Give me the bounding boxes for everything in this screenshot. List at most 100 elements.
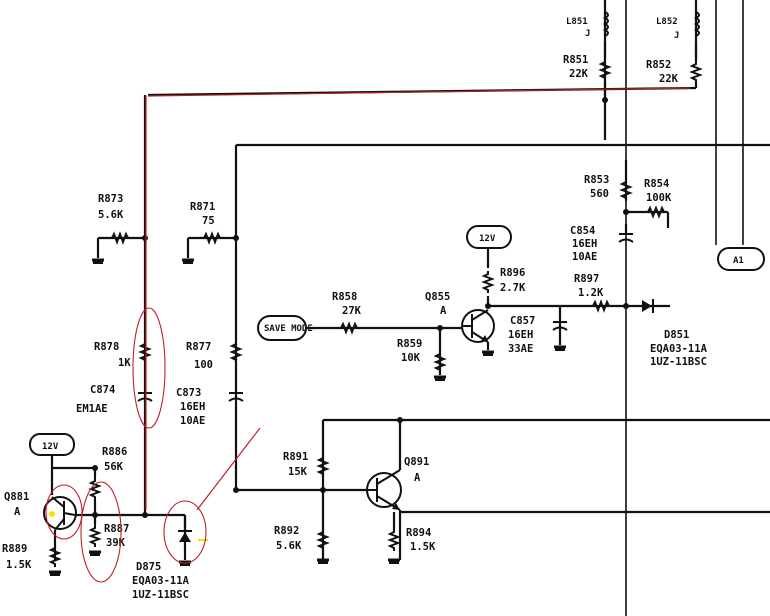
capacitor-c857: C857 16EH 33AE (508, 315, 568, 355)
capacitor-c874: C874 EM1AE (76, 384, 153, 415)
resistor-r896: R896 2.7K (483, 267, 526, 294)
resistor-r873: R873 5.6K (90, 193, 132, 266)
transistor-q881: Q881 A (4, 491, 77, 531)
r896-value: 2.7K (500, 282, 526, 294)
capacitor-c873: C873 16EH 10AE (176, 387, 244, 427)
r852-ref: R852 (646, 59, 671, 71)
d851-value1: EQA03-11A (650, 343, 708, 355)
supply-tag-q855: 12V (466, 225, 512, 249)
resistor-r877: R877 100 (186, 340, 241, 371)
r896-ref: R896 (500, 267, 525, 279)
d875-value2: 1UZ-11BSC (132, 589, 189, 601)
r886-ref: R886 (102, 446, 127, 458)
resistor-r853: R853 560 (584, 174, 631, 202)
r897-ref: R897 (574, 273, 599, 285)
right-tag-label: A1 (733, 256, 744, 266)
r886-value: 56K (104, 461, 124, 473)
q891-value: A (414, 472, 421, 484)
c873-ref: C873 (176, 387, 201, 399)
supply-tag-q881: 12V (29, 433, 75, 456)
q881-ref: Q881 (4, 491, 29, 503)
transistor-q855: Q855 A (425, 291, 496, 358)
d875-value1: EQA03-11A (132, 575, 190, 587)
r887-ref: R887 (104, 523, 129, 535)
r894-value: 1.5K (410, 541, 436, 553)
resistor-r897: R897 1.2K (574, 273, 613, 311)
q881-value: A (14, 506, 21, 518)
c857-value2: 33AE (508, 343, 533, 355)
zener-d875: D875 EQA03-11A 1UZ-11BSC (132, 530, 208, 601)
c873-value1: 16EH (180, 401, 205, 413)
l851-value: J (585, 29, 590, 39)
r887-value: 39K (106, 537, 126, 549)
q855-ref: Q855 (425, 291, 450, 303)
r891-ref: R891 (283, 451, 308, 463)
r851-value: 22K (569, 68, 589, 80)
supply-q881-label: 12V (42, 442, 59, 452)
r892-value: 5.6K (276, 540, 302, 552)
r897-value: 1.2K (578, 287, 604, 299)
q891-ref: Q891 (404, 456, 429, 468)
r878-ref: R878 (94, 341, 119, 353)
c874-ref: C874 (90, 384, 115, 396)
r851-ref: R851 (563, 54, 588, 66)
r892-ref: R892 (274, 525, 299, 537)
resistor-r854: R854 100K (644, 178, 672, 217)
resistor-r858: R858 27K (332, 291, 362, 333)
r891-value: 15K (288, 466, 308, 478)
r853-value: 560 (590, 188, 609, 200)
d851-ref: D851 (664, 329, 689, 341)
r878-value: 1K (118, 357, 131, 369)
resistor-r852: R852 22K (646, 42, 701, 85)
r877-ref: R877 (186, 341, 211, 353)
c857-ref: C857 (510, 315, 535, 327)
r854-value: 100K (646, 192, 672, 204)
r859-value: 10K (401, 352, 421, 364)
c854-ref: C854 (570, 225, 595, 237)
l852-value: J (674, 31, 679, 41)
r858-ref: R858 (332, 291, 357, 303)
q855-value: A (440, 305, 447, 317)
r859-ref: R859 (397, 338, 422, 350)
r852-value: 22K (659, 73, 679, 85)
c873-value2: 10AE (180, 415, 205, 427)
r853-ref: R853 (584, 174, 609, 186)
red-annotations (45, 87, 691, 583)
resistor-r859: R859 10K (397, 338, 448, 383)
c854-value1: 16EH (572, 238, 597, 250)
transistor-q891: Q891 A (366, 456, 429, 511)
r871-value: 75 (202, 215, 215, 227)
resistor-r892: R892 5.6K (274, 525, 331, 566)
r873-ref: R873 (98, 193, 123, 205)
r871-ref: R871 (190, 201, 215, 213)
inductor-l851: L851 J (566, 11, 609, 39)
l852-ref: L852 (656, 17, 678, 27)
r854-ref: R854 (644, 178, 669, 190)
resistor-r871: R871 75 (180, 201, 224, 266)
l851-ref: L851 (566, 17, 588, 27)
c874-value: EM1AE (76, 403, 108, 415)
r889-value: 1.5K (6, 559, 32, 571)
save-mode-label: SAVE MODE (264, 324, 313, 334)
resistor-r886: R886 56K (90, 446, 127, 501)
save-mode-tag: SAVE MODE (257, 315, 313, 341)
r858-value: 27K (342, 305, 362, 317)
c854-value2: 10AE (572, 251, 597, 263)
resistor-r878: R878 1K (94, 340, 150, 369)
supply-q855-label: 12V (479, 234, 496, 244)
r889-ref: R889 (2, 543, 27, 555)
zener-d851: D851 EQA03-11A 1UZ-11BSC (626, 299, 708, 368)
r894-ref: R894 (406, 527, 431, 539)
d875-ref: D875 (136, 561, 161, 573)
right-tag: A1 (717, 247, 765, 271)
resistor-r891: R891 15K (283, 451, 328, 478)
resistor-r887: R887 39K (87, 515, 129, 558)
resistor-r851: R851 22K (563, 42, 610, 82)
inductor-l852: L852 J (656, 11, 700, 41)
r873-value: 5.6K (98, 209, 124, 221)
r877-value: 100 (194, 359, 213, 371)
c857-value1: 16EH (508, 329, 533, 341)
resistor-r894: R894 1.5K (386, 512, 436, 566)
d851-value2: 1UZ-11BSC (650, 356, 707, 368)
